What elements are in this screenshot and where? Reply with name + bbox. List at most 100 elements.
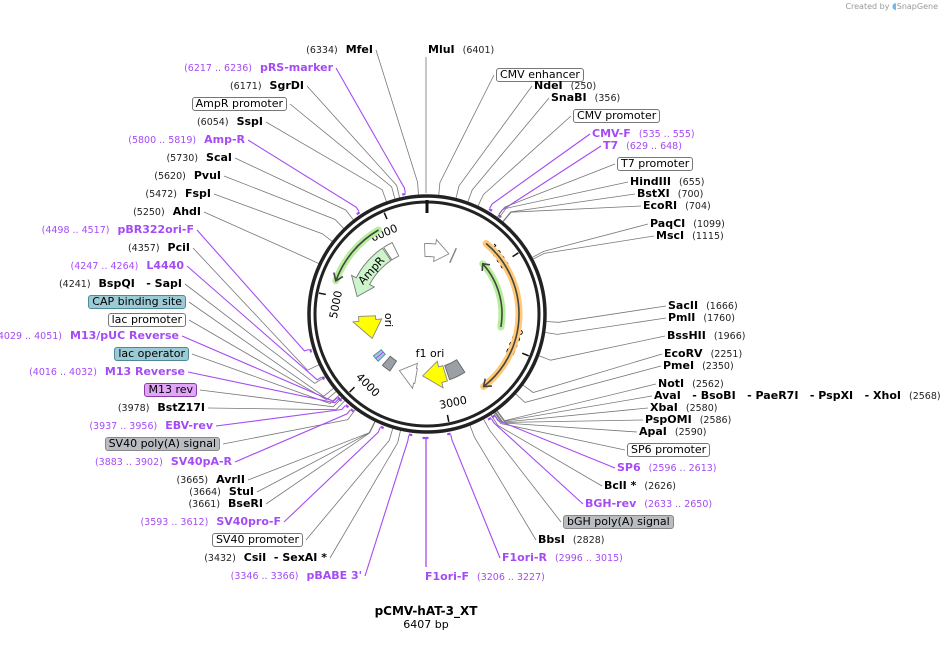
primer-label[interactable]: (4498 .. 4517)pBR322ori-F <box>42 223 194 236</box>
primer-binding-mark <box>350 408 355 413</box>
primer-leader-line <box>196 229 310 352</box>
feature-name: CMV enhancer <box>496 68 584 82</box>
feature-label[interactable]: SV40 poly(A) signal <box>104 437 220 451</box>
feature-label[interactable]: CMV promoter <box>573 109 661 123</box>
enzyme-label[interactable]: (3978)BstZ17I <box>118 401 205 414</box>
enzyme-label[interactable]: (6171)SgrDI <box>230 79 304 92</box>
tick-mark <box>512 252 519 258</box>
enzyme-label[interactable]: (5250)AhdI <box>133 205 201 218</box>
enzyme-label[interactable]: (5472)FspI <box>145 187 211 200</box>
primer-label[interactable]: (3593 .. 3612)SV40pro-F <box>140 515 281 528</box>
primer-name: F1ori-R <box>502 551 547 564</box>
enzyme-label[interactable]: (5730)ScaI <box>166 151 232 164</box>
feature-label[interactable]: lac operator <box>114 347 189 361</box>
enzyme-label[interactable]: (3664)StuI <box>189 485 254 498</box>
enzyme-name: NotI <box>658 377 685 390</box>
site-position: (700) <box>677 189 704 200</box>
primer-label[interactable]: (4247 .. 4264)L4440 <box>71 259 184 272</box>
enzyme-label[interactable]: HindIII(655) <box>630 175 705 188</box>
site-position: (3937 .. 3956) <box>89 421 158 432</box>
leader-line <box>188 301 335 397</box>
feature-label[interactable]: M13 rev <box>144 383 197 397</box>
enzyme-label[interactable]: (6054)SspI <box>197 115 263 128</box>
tick-mark <box>521 352 530 357</box>
enzyme-label[interactable]: PaqCI(1099) <box>650 217 725 230</box>
primer-name: SV40pro-F <box>216 515 281 528</box>
ampr-feature <box>350 247 392 298</box>
feature-label[interactable]: SP6 promoter <box>627 443 711 457</box>
enzyme-label[interactable]: PspOMI(2586) <box>645 413 731 426</box>
credit-prefix: Created by <box>845 2 890 11</box>
enzyme-label[interactable]: (4357)PciI <box>128 241 190 254</box>
leader-line <box>467 97 550 203</box>
primer-name: CMV-F <box>592 127 631 140</box>
cmv-promoter-feature <box>424 238 450 263</box>
backbone-outer-ring <box>307 194 547 434</box>
enzyme-label[interactable]: XbaI(2580) <box>650 401 717 414</box>
site-position: (6171) <box>229 81 262 92</box>
primer-label[interactable]: CMV-F(535 .. 555) <box>592 127 695 140</box>
feature-label[interactable]: AmpR promoter <box>191 97 287 111</box>
feature-label[interactable]: CAP binding site <box>88 295 186 309</box>
primer-label[interactable]: (6217 .. 6236)pRS-marker <box>184 61 333 74</box>
enzyme-label[interactable]: PmeI(2350) <box>663 359 734 372</box>
enzyme-label[interactable]: EcoRI(704) <box>643 199 711 212</box>
enzyme-name: BstXI <box>637 187 670 200</box>
enzyme-name: EcoRI <box>643 199 678 212</box>
feature-label[interactable]: CMV enhancer <box>496 68 584 82</box>
leader-line <box>265 121 387 203</box>
feature-label[interactable]: T7 promoter <box>617 157 694 171</box>
enzyme-label[interactable]: BstXI (700) <box>637 187 703 200</box>
enzyme-name: FspI <box>184 187 211 200</box>
primer-label[interactable]: F1ori-R(2996 .. 3015) <box>502 551 623 564</box>
enzyme-label[interactable]: AvaI - BsoBI - PaeR7I - PspXI - XhoI(256… <box>654 389 941 402</box>
enzyme-label[interactable]: (6334)MfeI <box>306 43 373 56</box>
enzyme-name: BbsI <box>538 533 565 546</box>
feature-label[interactable]: bGH poly(A) signal <box>563 515 674 529</box>
enzyme-name: SacII <box>668 299 699 312</box>
enzyme-label[interactable]: MscI(1115) <box>656 229 724 242</box>
enzyme-label[interactable]: SnaBI(356) <box>551 91 620 104</box>
enzyme-label[interactable]: PmlI(1760) <box>668 311 735 324</box>
primer-label[interactable]: BGH-rev(2633 .. 2650) <box>585 497 712 510</box>
enzyme-label[interactable]: BclI *(2626) <box>604 479 676 492</box>
primer-label[interactable]: (4029 .. 4051)M13/pUC Reverse <box>0 329 179 342</box>
leader-line <box>545 305 667 323</box>
primer-label[interactable]: SP6(2596 .. 2613) <box>617 461 717 474</box>
enzyme-label[interactable]: BbsI(2828) <box>538 533 605 546</box>
primer-label[interactable]: (5800 .. 5819)Amp-R <box>128 133 245 146</box>
primer-label[interactable]: (4016 .. 4032)M13 Reverse <box>29 365 185 378</box>
enzyme-label[interactable]: (3661)BseRI <box>188 497 263 510</box>
ori-feature <box>351 315 383 340</box>
leader-line <box>199 389 343 408</box>
primer-binding-mark <box>401 192 406 196</box>
enzyme-label[interactable]: ApaI(2590) <box>639 425 707 438</box>
enzyme-name: BssHII <box>667 329 706 342</box>
enzyme-label[interactable]: NdeI(250) <box>534 79 596 92</box>
enzyme-label[interactable]: EcoRV(2251) <box>664 347 742 360</box>
enzyme-label[interactable]: BssHII(1966) <box>667 329 745 342</box>
primer-leader-line <box>215 405 346 427</box>
primer-binding-mark <box>487 416 492 421</box>
feature-label[interactable]: SV40 promoter <box>211 533 303 547</box>
feature-label[interactable]: lac promoter <box>107 313 186 327</box>
leader-line <box>222 408 356 445</box>
enzyme-label[interactable]: MluI(6401) <box>428 43 494 56</box>
enzyme-label[interactable]: (5620)PvuI <box>154 169 221 182</box>
enzyme-name: AvrII <box>216 473 245 486</box>
enzyme-label[interactable]: SacII(1666) <box>668 299 738 312</box>
primer-label[interactable]: (3937 .. 3956)EBV-rev <box>89 419 213 432</box>
primer-label[interactable]: T7(629 .. 648) <box>603 139 682 152</box>
enzyme-label[interactable]: NotI(2562) <box>658 377 724 390</box>
primer-label[interactable]: F1ori-F(3206 .. 3227) <box>425 570 545 583</box>
tick-label: 5000 <box>327 290 345 320</box>
enzyme-label[interactable]: (4241)BspQI - SapI <box>59 277 182 290</box>
primer-label[interactable]: (3883 .. 3902)SV40pA-R <box>95 455 232 468</box>
enzyme-label[interactable]: (3432)CsiI - SexAI * <box>204 551 327 564</box>
site-position: (3346 .. 3366) <box>230 571 299 582</box>
feature-name: SP6 promoter <box>627 443 711 457</box>
tick-mark <box>349 386 356 393</box>
enzyme-label[interactable]: (3665)AvrII <box>177 473 246 486</box>
primer-label[interactable]: (3346 .. 3366)pBABE 3' <box>231 569 362 582</box>
sv40-promoter-feature <box>398 362 419 390</box>
